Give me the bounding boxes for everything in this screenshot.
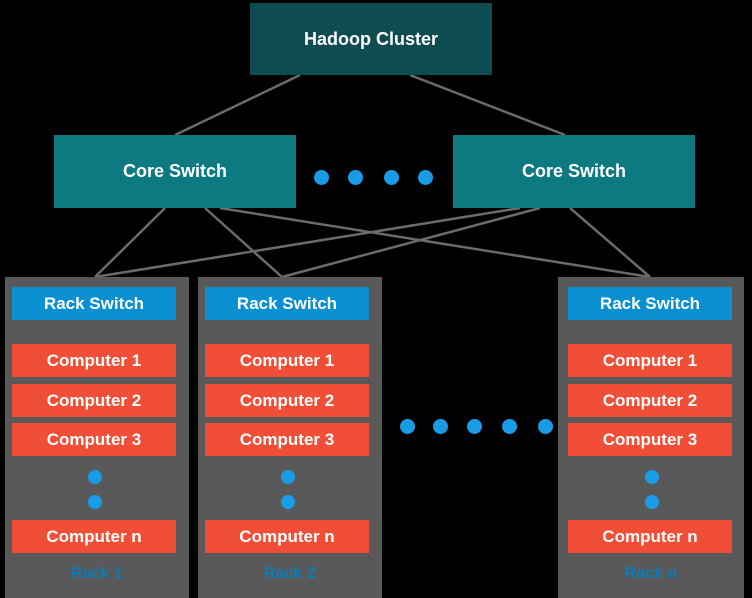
computer-node: Computer 2 — [12, 384, 176, 417]
link-coreleft-rack1 — [94, 207, 166, 278]
ellipsis-dot — [88, 495, 102, 509]
link-coreright-rack1 — [94, 206, 521, 279]
computer-node: Computer 1 — [12, 344, 176, 377]
ellipsis-dot — [384, 170, 399, 185]
rack-switch: Rack Switch — [12, 287, 176, 320]
computer-node: Computer 1 — [205, 344, 369, 377]
core-switch-label: Core Switch — [521, 161, 627, 181]
computer-node: Computer 3 — [568, 423, 732, 456]
ellipsis-dot — [314, 170, 329, 185]
rack-label: Rack 2 — [264, 565, 316, 582]
ellipsis-dot — [433, 419, 448, 434]
link-cluster-core-right — [409, 73, 566, 137]
rack-switch: Rack Switch — [568, 287, 732, 320]
ellipsis-dot — [645, 470, 659, 484]
computer-node: Computer n — [12, 520, 176, 553]
link-coreleft-rackn — [219, 206, 651, 279]
ellipsis-dot — [467, 419, 482, 434]
rack-n: Rack Switch Computer 1 Computer 2 Comput… — [558, 277, 744, 598]
hadoop-cluster-node: Hadoop Cluster — [250, 3, 492, 75]
computer-node: Computer 2 — [568, 384, 732, 417]
ellipsis-dot — [348, 170, 363, 185]
computer-node: Computer 3 — [205, 423, 369, 456]
rack-label: Rack 1 — [71, 565, 123, 582]
computer-node: Computer 2 — [205, 384, 369, 417]
computer-node: Computer n — [205, 520, 369, 553]
link-coreright-rackn — [569, 207, 651, 278]
rack-label: Rack n — [624, 565, 678, 582]
ellipsis-dot — [538, 419, 553, 434]
cluster-label: Hadoop Cluster — [303, 28, 438, 49]
ellipsis-dot — [281, 495, 295, 509]
ellipsis-dot — [502, 419, 517, 434]
core-switch-left: Core Switch — [54, 135, 296, 208]
link-cluster-core-left — [174, 73, 301, 137]
computer-node: Computer 3 — [12, 423, 176, 456]
link-coreleft-rack2 — [204, 207, 283, 278]
computer-node: Computer n — [568, 520, 732, 553]
core-switch-label: Core Switch — [122, 161, 228, 181]
ellipsis-dot — [88, 470, 102, 484]
ellipsis-dot — [418, 170, 433, 185]
rack-switch: Rack Switch — [205, 287, 369, 320]
link-coreright-rack2 — [281, 206, 541, 279]
ellipsis-dot — [645, 495, 659, 509]
ellipsis-dot — [400, 419, 415, 434]
rack-2: Rack Switch Computer 1 Computer 2 Comput… — [198, 277, 382, 598]
ellipsis-dot — [281, 470, 295, 484]
rack-1: Rack Switch Computer 1 Computer 2 Comput… — [5, 277, 189, 598]
computer-node: Computer 1 — [568, 344, 732, 377]
core-switch-right: Core Switch — [453, 135, 695, 208]
